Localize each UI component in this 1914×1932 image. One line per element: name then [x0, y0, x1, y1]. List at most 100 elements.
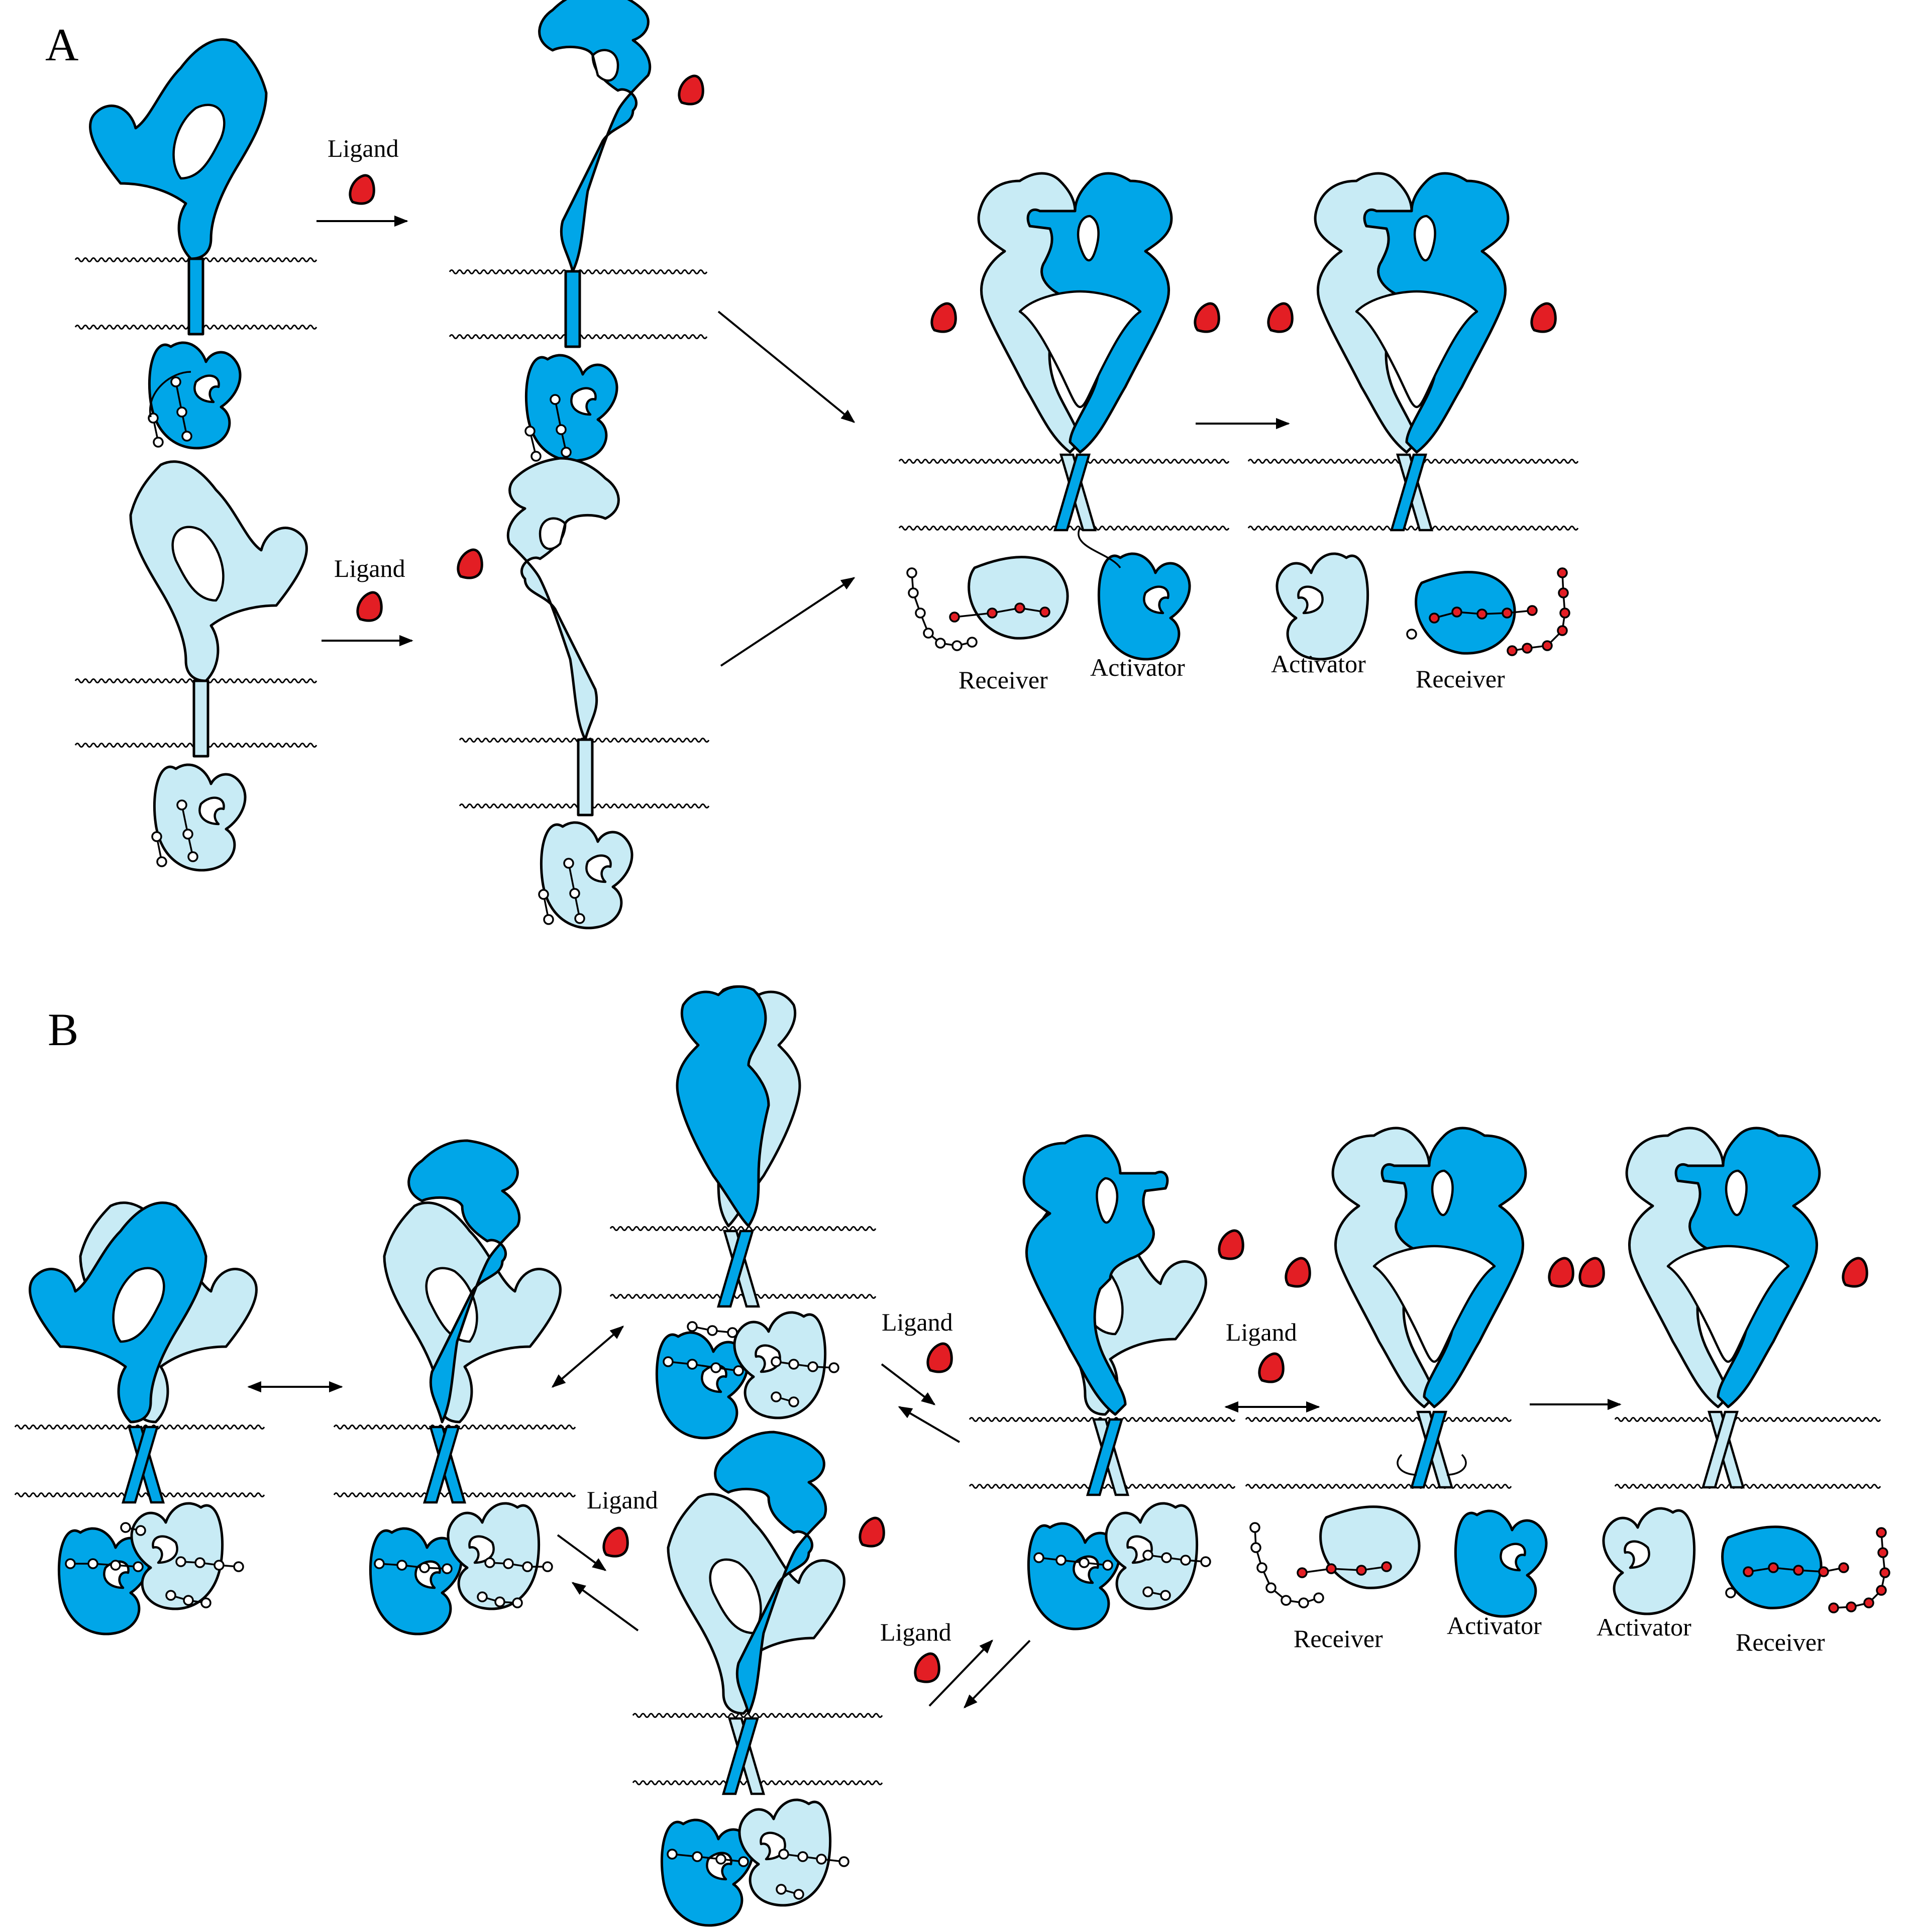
dimer-b6-cavity — [1372, 1245, 1496, 1363]
loop-b2-b — [489, 1562, 548, 1568]
phospho-site — [1863, 1597, 1874, 1608]
receiver-label-a2: Receiver — [1416, 665, 1505, 693]
phospho-site — [1079, 1557, 1090, 1568]
phospho-site — [181, 431, 192, 442]
domain-cavity — [198, 796, 225, 826]
phospho-site — [543, 914, 554, 925]
phospho-site — [687, 1321, 698, 1332]
phospho-site — [550, 394, 561, 405]
double-arrow-b2 — [551, 1326, 624, 1388]
phospho-site — [563, 858, 574, 869]
dimer-a2-cavity — [1355, 290, 1478, 409]
phospho-site — [692, 1851, 703, 1862]
phospho-site — [1014, 602, 1025, 614]
domain-shape — [369, 1527, 463, 1636]
phospho-site — [1429, 613, 1440, 624]
loop-b3-a — [668, 1361, 739, 1372]
diagram-shapes — [14, 0, 1890, 1927]
receiver-label-b1: Receiver — [1294, 1624, 1383, 1653]
phospho-site — [906, 567, 917, 578]
phospho-site — [1743, 1566, 1754, 1577]
receptor-a1-ecd — [89, 38, 268, 260]
kinase-a1-receiver — [968, 556, 1069, 640]
domain-cavity — [1096, 1177, 1119, 1224]
receptor-a3-tm — [192, 679, 209, 758]
phospho-site — [807, 1361, 818, 1372]
ligand-shape — [1842, 1257, 1868, 1288]
dimer-b2-tm-right — [422, 1426, 461, 1504]
domain-shape — [540, 821, 633, 930]
receiver-label-b2: Receiver — [1736, 1628, 1825, 1656]
domain-cavity — [112, 1267, 165, 1343]
phospho-site — [170, 376, 181, 387]
ligand-bound-b4 — [859, 1516, 885, 1548]
domain-shape — [1022, 1134, 1169, 1416]
phospho-site — [1879, 1567, 1890, 1578]
ligand-label-b2: Ligand — [1226, 1318, 1297, 1346]
phospho-site — [776, 1884, 787, 1895]
phospho-site — [1828, 1602, 1839, 1613]
ligand-shape — [1258, 1352, 1285, 1383]
ligand-bound-a4 — [457, 548, 483, 579]
dimer-a2-ligand-right — [1530, 302, 1557, 333]
ligand-shape — [349, 174, 375, 205]
ligand-shape — [1218, 1229, 1244, 1260]
phospho-site — [771, 1391, 782, 1402]
ligand-label-b3: Ligand — [587, 1486, 658, 1514]
domain-cavity — [1372, 1245, 1496, 1363]
phospho-site — [1768, 1562, 1779, 1573]
phospho-site — [1250, 1542, 1261, 1553]
domain-shape — [187, 257, 204, 336]
loop-b3-b — [776, 1361, 834, 1369]
dimer-b4-ecd-dark — [714, 1431, 827, 1715]
domain-shape — [538, 0, 652, 273]
phospho-site — [1180, 1555, 1191, 1566]
loop-b1-a — [70, 1563, 139, 1568]
domain-shape — [968, 556, 1069, 640]
ligand-label-b1: Ligand — [882, 1308, 953, 1336]
dimer-b4-ecd-light — [667, 1493, 845, 1715]
domain-shape — [1027, 1522, 1121, 1631]
phospho-site — [110, 1560, 121, 1571]
domain-cavity — [591, 49, 619, 82]
dimer-b2-ecd-dark — [407, 1139, 521, 1423]
phospho-site — [1559, 607, 1570, 619]
phospho-site — [1249, 1522, 1260, 1533]
phospho-site-white-b7 — [1725, 1587, 1736, 1598]
loop-b5-b — [1147, 1554, 1206, 1563]
phospho-site — [1876, 1585, 1887, 1596]
phospho-site — [542, 1561, 553, 1572]
phospho-site — [1281, 1595, 1292, 1606]
phospho-site — [1039, 606, 1050, 618]
phospho-site — [1033, 1552, 1044, 1563]
phospho-site — [187, 851, 198, 862]
phospho-site — [1557, 625, 1568, 636]
phospho-site — [133, 1561, 144, 1572]
domain-shape — [676, 985, 770, 1228]
dimer-b1-ecd-dark — [29, 1201, 207, 1423]
phospho-site — [738, 1856, 749, 1867]
receptor-a4-tm — [577, 738, 594, 817]
domain-cavity — [709, 1558, 762, 1635]
phospho-site — [1200, 1556, 1211, 1567]
domain-shape — [407, 1139, 521, 1423]
phospho-site — [663, 1356, 674, 1367]
receptor-a3-kinase — [153, 763, 247, 872]
ligand-shape — [1578, 1257, 1605, 1288]
ligand-shape — [1267, 302, 1294, 333]
phospho-site — [1055, 1555, 1067, 1566]
dimer-a2-ligand-left — [1267, 302, 1294, 333]
phospho-site — [951, 640, 963, 651]
phospho-site — [1502, 607, 1513, 619]
loop-b4-a — [672, 1853, 744, 1863]
dimer-a2-tm-right — [1390, 453, 1428, 532]
phospho-site — [1527, 605, 1538, 616]
phospho-site — [233, 1561, 244, 1572]
arrow-b4-forward — [928, 1639, 993, 1707]
arrow-b1-back — [898, 1406, 961, 1443]
loop-b1-b — [180, 1561, 239, 1568]
arrow-a-converge-bottom — [720, 577, 856, 667]
domain-cavity — [585, 854, 612, 883]
domain-shape — [1275, 552, 1369, 661]
receptor-a2-ecd — [538, 0, 652, 273]
